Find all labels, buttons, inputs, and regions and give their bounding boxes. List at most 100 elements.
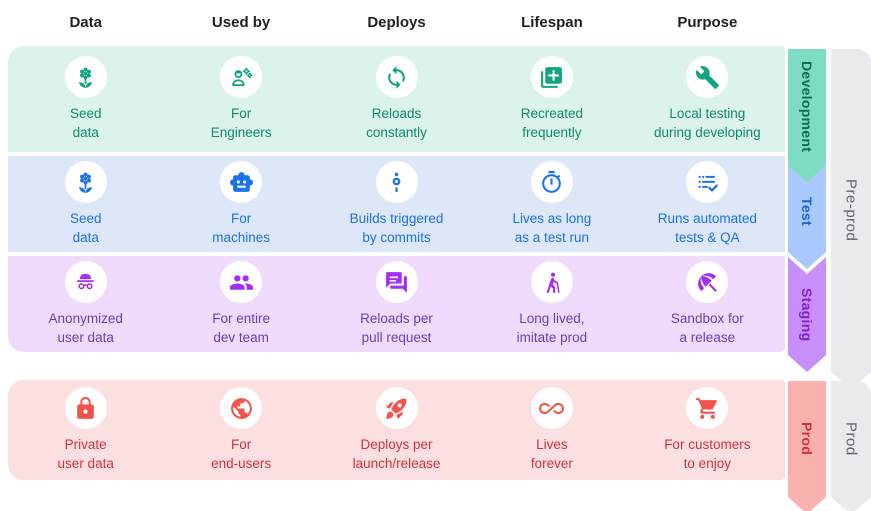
cell-label-line: frequently: [522, 125, 582, 140]
cell-prod-data: Private user data: [8, 380, 163, 480]
cell-development-lifespan: Recreated frequently: [474, 46, 629, 152]
cell-label-line: to enjoy: [683, 456, 731, 471]
cell-label-line: Reloads per: [360, 311, 433, 326]
cell-label: For end-users: [211, 435, 271, 473]
cell-label-line: by commits: [362, 230, 431, 245]
globe-icon: [220, 387, 263, 429]
ribbon-pre-prod-group: Pre-prod: [831, 49, 871, 389]
column-header-used-by: Used by: [211, 14, 271, 31]
column-headers: Data Used by Deploys Lifespan Purpose: [8, 14, 785, 31]
cell-label-line: forever: [530, 456, 573, 471]
cell-staging-used-by: For entire dev team: [163, 256, 318, 352]
cell-prod-purpose: For customers to enjoy: [630, 380, 785, 480]
cell-label: Deploys per launch/release: [353, 435, 441, 473]
cell-prod-used-by: For end-users: [163, 380, 318, 480]
cell-label: For customers to enjoy: [664, 435, 750, 473]
ribbon-prod-group: Prod: [831, 381, 871, 511]
hiking-icon: [530, 261, 573, 303]
cell-label-line: user data: [57, 330, 114, 345]
cell-label-line: end-users: [211, 456, 272, 471]
cell-label-line: Seed: [69, 106, 102, 121]
engineer-icon: [220, 56, 263, 98]
cell-test-lifespan: Lives as long as a test run: [474, 156, 629, 252]
cell-prod-lifespan: Lives forever: [474, 380, 629, 480]
timer-icon: [530, 161, 573, 203]
commit-icon: [375, 161, 418, 203]
forum-icon: [375, 261, 418, 303]
cell-label-line: pull request: [361, 330, 432, 345]
cell-staging-deploys: Reloads per pull request: [319, 256, 474, 352]
cart-icon: [686, 387, 729, 429]
cell-label-line: machines: [212, 230, 270, 245]
cell-label-line: Lives as long: [512, 211, 592, 226]
row-prod-cells: Private user data For end-users Deploys per l…: [8, 380, 785, 480]
library-add-icon: [530, 56, 573, 98]
lock-icon: [64, 387, 107, 429]
sync-icon: [375, 56, 418, 98]
cell-label: Recreated frequently: [521, 104, 583, 142]
group-icon: [220, 261, 263, 303]
column-header-data: Data: [69, 14, 102, 31]
cell-label: Reloads per pull request: [360, 309, 433, 347]
cell-label-line: Sandbox for: [670, 311, 744, 326]
cell-label-line: For entire: [212, 311, 270, 326]
cell-label-line: Anonymized: [48, 311, 123, 326]
ribbon-test-label: Test: [799, 196, 815, 226]
cell-label: For entire dev team: [212, 309, 270, 347]
ribbon-staging: Staging: [788, 257, 826, 372]
cell-label-line: For: [230, 106, 252, 121]
ribbon-development: Development: [788, 49, 826, 182]
cell-label-line: For: [230, 437, 252, 452]
cell-label-line: as a test run: [514, 230, 590, 245]
cell-label-line: Builds triggered: [349, 211, 444, 226]
cell-label-line: tests & QA: [675, 230, 740, 245]
cell-label: Builds triggered by commits: [350, 209, 444, 247]
cell-label-line: dev team: [213, 330, 269, 345]
cell-staging-purpose: Sandbox for a release: [630, 256, 785, 352]
cell-label-line: Private: [64, 437, 107, 452]
cell-label-line: constantly: [366, 125, 427, 140]
wrench-icon: [686, 56, 729, 98]
column-header-deploys: Deploys: [367, 14, 426, 31]
cell-label-line: For customers: [664, 437, 751, 452]
cell-label-line: user data: [57, 456, 114, 471]
cell-staging-data: Anonymized user data: [8, 256, 163, 352]
cell-label-line: a release: [679, 330, 736, 345]
cell-label: Lives as long as a test run: [513, 209, 592, 247]
checklist-icon: [686, 161, 729, 203]
plant-icon: [64, 56, 107, 98]
cell-prod-deploys: Deploys per launch/release: [319, 380, 474, 480]
incognito-icon: [64, 261, 107, 303]
cell-label: Long lived,imitate prod: [517, 309, 588, 347]
ribbon-prod: Prod: [788, 381, 826, 511]
cell-label-line: Long lived,: [519, 311, 585, 326]
row-prod: Private user data For end-users Deploys per l…: [8, 380, 785, 480]
cell-label-line: during developing: [654, 125, 761, 140]
ribbon-staging-label: Staging: [799, 287, 815, 342]
cell-label-line: launch/release: [352, 456, 441, 471]
cell-label-line: Deploys per: [360, 437, 433, 452]
umbrella-icon: [686, 261, 729, 303]
cell-label-line: Engineers: [210, 125, 272, 140]
cell-label-line: Recreated: [520, 106, 584, 121]
infinity-icon: [530, 387, 573, 429]
plant-icon: [64, 161, 107, 203]
cell-label-line: Lives: [536, 437, 568, 452]
ribbon-prod-label: Prod: [799, 422, 815, 456]
ribbon-prod-group-label: Prod: [842, 422, 860, 456]
